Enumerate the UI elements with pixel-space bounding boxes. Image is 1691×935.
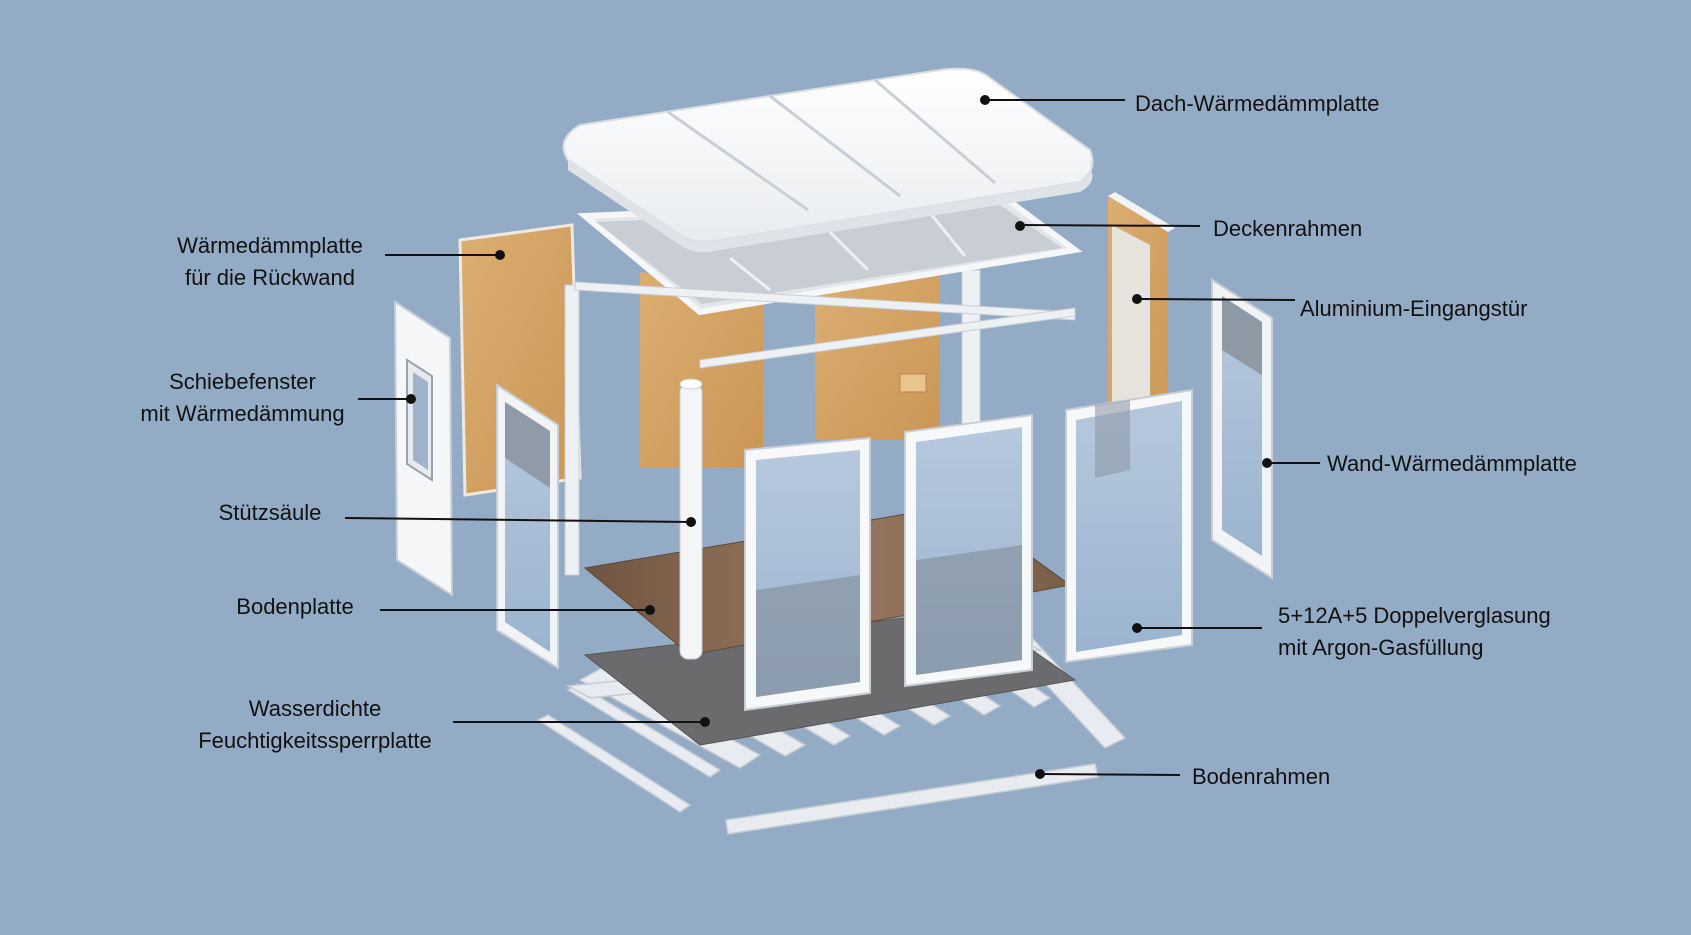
glass-panel-left	[496, 383, 559, 670]
label-entrance-door: Aluminium-Eingangstür	[1300, 296, 1528, 321]
label-roof-panel: Dach-Wärmedämmplatte	[1135, 91, 1380, 116]
label-glazing: 5+12A+5 Doppelverglasung mit Argon-Gasfü…	[1278, 603, 1551, 660]
label-sliding-window: Schiebefenster mit Wärmedämmung	[140, 369, 345, 426]
label-floor-board: Bodenplatte	[236, 594, 354, 619]
label-floor-frame: Bodenrahmen	[1192, 764, 1331, 789]
label-support-column: Stützsäule	[218, 500, 322, 525]
label-ceiling-frame: Deckenrahmen	[1213, 216, 1363, 241]
label-moisture-barrier: Wasserdichte Feuchtigkeitssperrplatte	[198, 696, 432, 753]
wall-panel-right	[1211, 278, 1273, 580]
label-back-wall-panel: Wärmedämmplatte für die Rückwand	[177, 233, 363, 290]
leader-lines	[344, 95, 1320, 779]
back-wall-panels	[458, 223, 940, 497]
label-wall-panel: Wand-Wärmedämmplatte	[1327, 451, 1577, 476]
sliding-window	[393, 300, 454, 597]
roof-panel	[562, 67, 1094, 253]
glass-panels-front	[744, 388, 1193, 712]
rear-column-left	[564, 284, 580, 576]
